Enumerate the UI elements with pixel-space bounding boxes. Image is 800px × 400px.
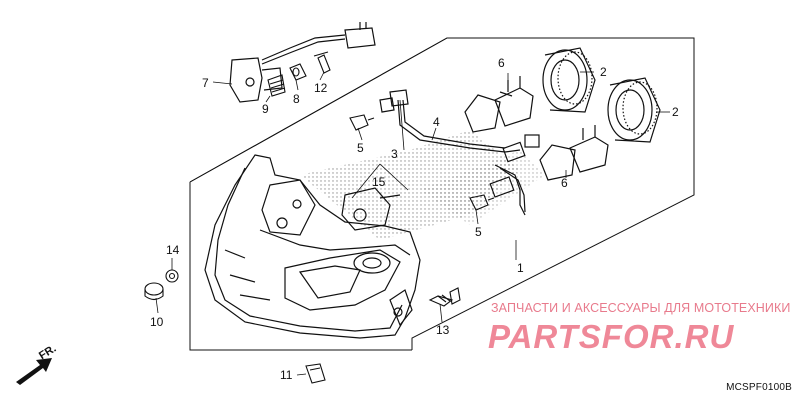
leveling-actuator — [229, 22, 376, 103]
callout-labels: 1 2 2 3 4 5 5 6 6 7 8 9 10 11 12 13 14 1… — [150, 56, 679, 382]
diagram-code: MCSPF0100B — [726, 382, 792, 393]
dust-cover-lower — [607, 77, 661, 143]
part-13-screw — [428, 287, 461, 307]
wire-harness — [379, 89, 540, 216]
part-9-spring — [267, 74, 286, 97]
callout-6-upper: 6 — [498, 56, 505, 70]
callout-6-lower: 6 — [561, 176, 568, 190]
headlight-housing — [204, 154, 421, 339]
dust-cover-upper — [542, 47, 596, 113]
callout-2-lower: 2 — [672, 105, 679, 119]
callout-5-upper: 5 — [357, 141, 364, 155]
callout-15: 15 — [372, 175, 386, 189]
position-socket — [341, 187, 401, 231]
callout-7: 7 — [202, 76, 209, 90]
callout-3: 3 — [391, 147, 398, 161]
bulb-upper — [464, 76, 534, 133]
callout-11: 11 — [280, 368, 293, 382]
assembly-frame — [189, 37, 695, 351]
callout-9: 9 — [262, 102, 269, 116]
position-bulb-lower — [469, 194, 495, 211]
part-8-collar — [289, 63, 307, 81]
callout-12: 12 — [314, 81, 328, 95]
leader-lines — [155, 71, 670, 376]
callout-4: 4 — [433, 115, 440, 129]
position-bulb-upper — [349, 114, 375, 131]
callout-10: 10 — [150, 315, 164, 329]
part-11-clip — [305, 363, 326, 384]
front-arrow — [16, 358, 52, 385]
part-12-screw — [313, 51, 331, 74]
callout-1: 1 — [517, 261, 524, 275]
watermark-caption: ЗАПЧАСТИ И АКСЕССУАРЫ ДЛЯ МОТОТЕХНИКИ — [491, 301, 791, 315]
callout-8: 8 — [293, 92, 300, 106]
bulb-lower — [539, 125, 609, 181]
part-10-rubber-mount — [144, 282, 164, 301]
watermark-logo: PARTSFOR.RU — [488, 318, 735, 355]
part-14-grommet — [165, 269, 179, 283]
callout-13: 13 — [436, 323, 450, 337]
callout-14: 14 — [166, 243, 180, 257]
callout-2-upper: 2 — [600, 65, 607, 79]
callout-5-lower: 5 — [475, 225, 482, 239]
